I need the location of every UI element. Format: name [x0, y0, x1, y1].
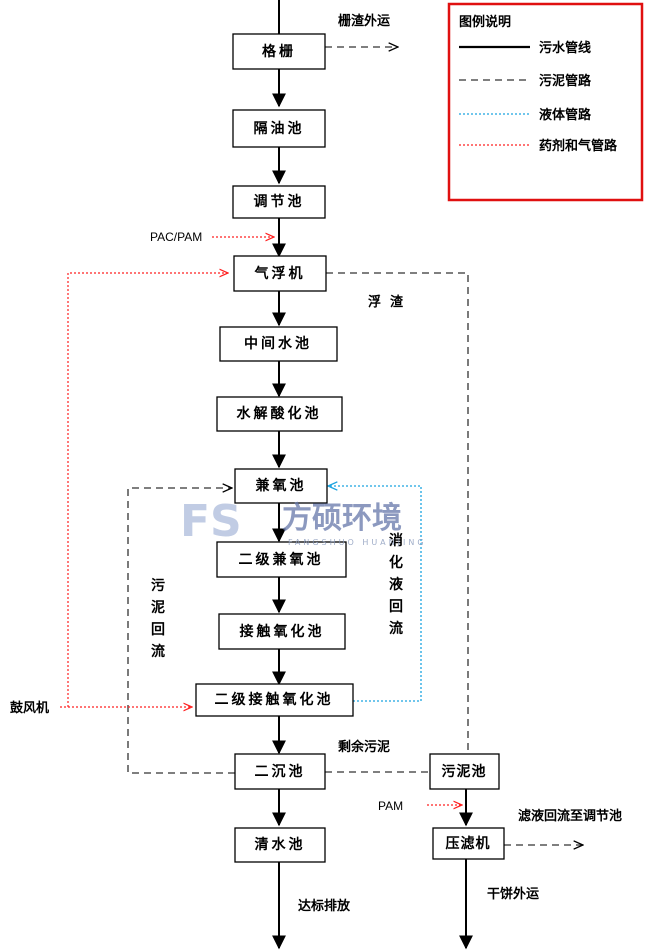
- box-anoxic-tank-label: 兼氧池: [256, 477, 307, 494]
- watermark-pinyin: FANGSHUO HUANJING: [288, 538, 427, 547]
- box-sludge-tank-label: 污泥池: [442, 763, 487, 780]
- box-contact-oxidation-2-label: 二级接触氧化池: [215, 691, 334, 708]
- legend-item-liquid: 液体管路: [539, 107, 592, 123]
- box-regulating-tank: 调节池: [232, 185, 326, 219]
- sewage-main-line: [272, 0, 473, 950]
- label-sludge-return-char: 污: [151, 577, 165, 594]
- box-screen-label: 格栅: [262, 43, 296, 60]
- label-nitrified-return-char: 消: [389, 532, 403, 549]
- label-nitrified-return-char: 化: [389, 554, 403, 571]
- box-contact-oxidation: 接触氧化池: [218, 613, 346, 650]
- box-anoxic-tank: 兼氧池: [234, 468, 328, 504]
- label-screen-residue: 栅渣外运: [338, 13, 390, 29]
- box-sludge-tank: 污泥池: [429, 753, 500, 790]
- box-clear-water-tank-label: 清水池: [255, 836, 306, 853]
- box-contact-oxidation-2: 二级接触氧化池: [195, 683, 354, 717]
- box-clear-water-tank: 清水池: [234, 827, 326, 863]
- box-oil-separator-label: 隔油池: [254, 120, 305, 137]
- label-excess-sludge: 剩余污泥: [338, 739, 390, 755]
- label-discharge: 达标排放: [298, 898, 351, 914]
- box-anoxic-tank-2-label: 二级兼氧池: [239, 551, 324, 568]
- box-oil-separator: 隔油池: [232, 109, 326, 148]
- legend-item-chem: 药剂和气管路: [539, 138, 618, 154]
- box-secondary-clarifier: 二沉池: [234, 753, 326, 790]
- label-scum: 浮 渣: [368, 294, 404, 310]
- chem-air-lines: [60, 237, 462, 805]
- box-filter-press: 压滤机: [432, 827, 505, 860]
- box-intermediate-tank-label: 中间水池: [244, 335, 312, 352]
- box-hydrolysis-tank: 水解酸化池: [216, 396, 343, 432]
- label-filtrate-return: 滤液回流至调节池: [518, 808, 622, 824]
- legend-title: 图例说明: [459, 14, 511, 30]
- watermark-logo: FS 方硕环境 FANGSHUO HUANJING: [180, 496, 427, 547]
- legend-item-sludge: 污泥管路: [539, 73, 592, 89]
- sludge-lines: [127, 47, 583, 845]
- label-pac-pam: PAC/PAM: [150, 230, 202, 244]
- watermark-name: 方硕环境: [282, 501, 402, 536]
- box-air-flotation-label: 气浮机: [254, 265, 306, 282]
- label-sludge-return-char: 回: [151, 622, 165, 638]
- label-nitrified-return-char: 回: [389, 599, 403, 615]
- label-nitrified-return-char: 液: [389, 576, 404, 593]
- label-sludge-return-char: 流: [151, 643, 165, 660]
- box-air-flotation: 气浮机: [233, 255, 327, 292]
- box-intermediate-tank: 中间水池: [219, 326, 338, 362]
- legend: 图例说明 污水管线 污泥管路 液体管路 药剂和气管路: [447, 2, 644, 202]
- box-anoxic-tank-2: 二级兼氧池: [216, 541, 347, 578]
- label-sludge-return-char: 泥: [151, 599, 165, 616]
- watermark-fs: FS: [180, 496, 242, 547]
- label-pam: PAM: [378, 799, 403, 813]
- nitrified-return-line: [328, 486, 422, 702]
- legend-item-sewage: 污水管线: [539, 40, 591, 56]
- label-cake-out: 干饼外运: [487, 886, 539, 902]
- box-contact-oxidation-label: 接触氧化池: [240, 623, 325, 640]
- box-screen: 格栅: [232, 33, 326, 70]
- box-regulating-tank-label: 调节池: [254, 193, 305, 210]
- box-filter-press-label: 压滤机: [446, 835, 491, 852]
- label-nitrified-return-char: 流: [389, 620, 403, 637]
- label-sludge-return: 污 泥 回 流: [151, 577, 165, 660]
- label-blower: 鼓风机: [10, 700, 49, 716]
- label-nitrified-return: 消 化 液 回 流: [389, 532, 404, 637]
- box-secondary-clarifier-label: 二沉池: [255, 763, 306, 780]
- box-hydrolysis-tank-label: 水解酸化池: [237, 405, 322, 422]
